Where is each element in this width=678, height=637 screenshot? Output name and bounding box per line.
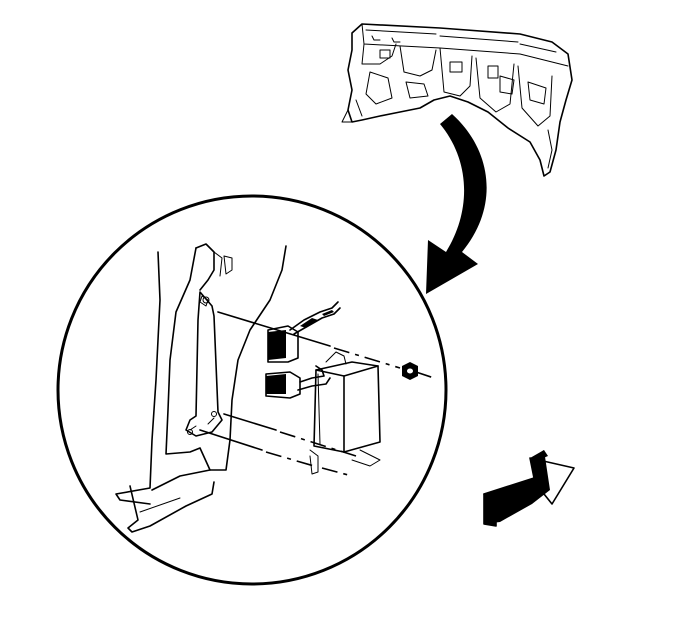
control-module-icon bbox=[309, 351, 381, 475]
wiring-connectors-icon bbox=[265, 301, 341, 399]
curved-locator-arrow-icon bbox=[426, 114, 487, 294]
fastener-lines bbox=[199, 311, 435, 477]
pillar-bracket-icon bbox=[115, 243, 287, 533]
dashboard-assembly-icon bbox=[341, 23, 573, 177]
detail-circle bbox=[56, 194, 448, 586]
nut-icon bbox=[402, 362, 418, 380]
orientation-arrow-icon bbox=[483, 450, 575, 527]
